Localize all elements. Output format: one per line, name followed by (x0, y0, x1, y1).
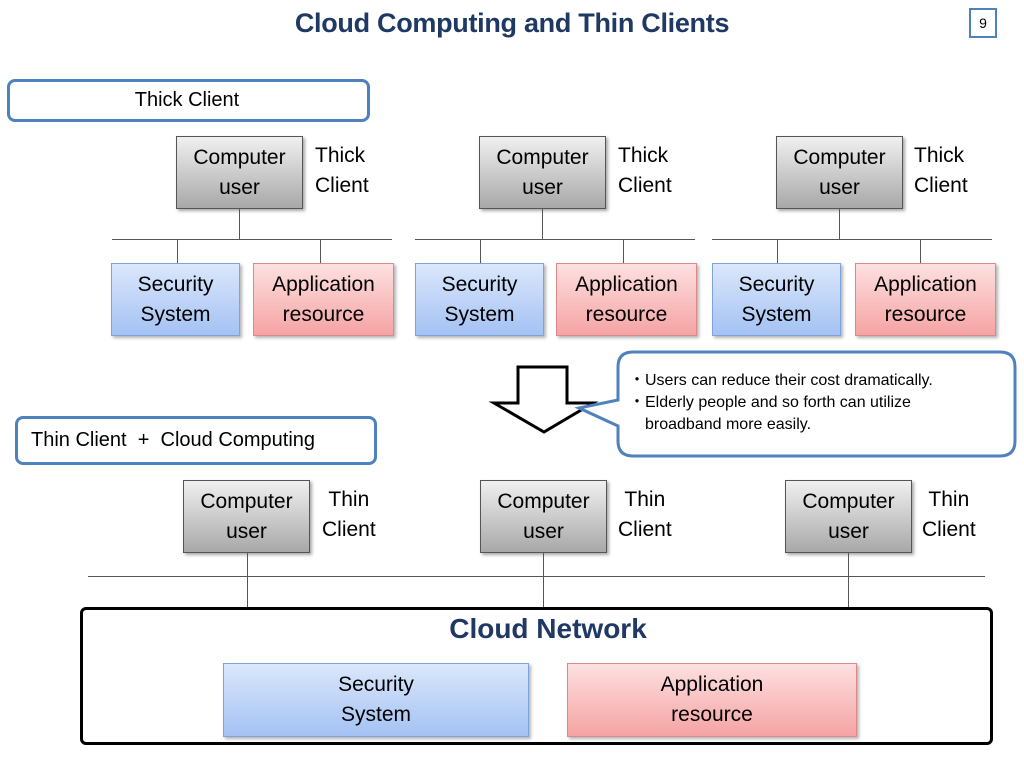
thick-client-label-text: Thick Client (134, 89, 240, 111)
computer-user-line2: user (828, 520, 869, 543)
computer-user-box: Computer user (183, 480, 310, 553)
bus-line (415, 239, 695, 240)
computer-user-box: Computer user (776, 136, 903, 209)
security-line2: System (741, 303, 812, 326)
computer-user-line1: Computer (802, 490, 895, 513)
computer-user-box: Computer user (480, 480, 607, 553)
application-resource-box: Application resource (556, 263, 697, 336)
side-label-line1: Thick (914, 144, 965, 167)
computer-user-line1: Computer (497, 490, 590, 513)
security-system-box: Security System (712, 263, 841, 336)
thin-client-side-label: Thin Client (322, 485, 376, 545)
application-line1: Application (874, 273, 977, 296)
application-resource-box: Application resource (855, 263, 996, 336)
connector-line (480, 239, 481, 263)
slide-title: Cloud Computing and Thin Clients (294, 8, 730, 38)
computer-user-line2: user (819, 176, 860, 199)
bus-line (112, 239, 392, 240)
connector-line (777, 239, 778, 263)
callout-bubble (574, 350, 1017, 458)
bus-line (712, 239, 992, 240)
thick-client-label: Thick Client (7, 79, 370, 122)
computer-user-line1: Computer (193, 146, 286, 169)
thin-bus-line (88, 576, 985, 577)
security-line2: System (140, 303, 211, 326)
computer-user-line2: user (219, 176, 260, 199)
connector-line (543, 553, 544, 607)
security-line2: System (340, 703, 411, 726)
side-label-line2: Client (618, 174, 672, 197)
application-line1: Application (272, 273, 375, 296)
side-label-line1: Thick (618, 144, 669, 167)
thick-client-side-label: Thick Client (315, 141, 369, 201)
security-line1: Security (137, 273, 214, 296)
computer-user-box: Computer user (479, 136, 606, 209)
cloud-security-system-box: Security System (223, 663, 529, 737)
side-label-line2: Client (315, 174, 369, 197)
cloud-network-title: Cloud Network (449, 613, 647, 644)
side-label-line2: Client (322, 518, 376, 541)
side-label-line1: Thick (315, 144, 366, 167)
security-line1: Security (338, 673, 414, 696)
side-label-line1: Thin (928, 488, 970, 511)
security-system-box: Security System (111, 263, 240, 336)
thin-client-label: Thin Client + Cloud Computing (15, 416, 377, 465)
computer-user-box: Computer user (176, 136, 303, 209)
down-arrow-icon (488, 365, 599, 434)
security-line1: Security (738, 273, 815, 296)
thick-client-side-label: Thick Client (914, 141, 968, 201)
application-line1: Application (660, 673, 764, 696)
security-system-box: Security System (415, 263, 544, 336)
computer-user-box: Computer user (785, 480, 912, 553)
computer-user-line2: user (226, 520, 267, 543)
application-resource-box: Application resource (253, 263, 394, 336)
connector-line (177, 239, 178, 263)
computer-user-line2: user (523, 520, 564, 543)
callout-text: ・Users can reduce their cost dramaticall… (629, 370, 933, 436)
application-line1: Application (575, 273, 678, 296)
page-number: 9 (969, 8, 997, 38)
connector-line (839, 209, 840, 239)
callout-line-3: broadband more easily. (645, 416, 812, 433)
connector-line (320, 239, 321, 263)
computer-user-line1: Computer (496, 146, 589, 169)
cloud-application-resource-box: Application resource (567, 663, 857, 737)
side-label-line2: Client (914, 174, 968, 197)
connector-line (623, 239, 624, 263)
application-line2: resource (282, 303, 365, 326)
connector-line (542, 209, 543, 239)
computer-user-line1: Computer (793, 146, 886, 169)
thin-client-side-label: Thin Client (922, 485, 976, 545)
application-line2: resource (671, 703, 753, 726)
side-label-line1: Thin (328, 488, 370, 511)
callout-line-2: ・Elderly people and so forth can utilize (629, 394, 911, 411)
connector-line (239, 209, 240, 239)
connector-line (848, 553, 849, 607)
computer-user-line2: user (522, 176, 563, 199)
side-label-line1: Thin (624, 488, 666, 511)
side-label-line2: Client (922, 518, 976, 541)
security-line2: System (444, 303, 515, 326)
application-line2: resource (884, 303, 967, 326)
application-line2: resource (585, 303, 668, 326)
security-line1: Security (441, 273, 518, 296)
thin-client-label-text: Thin Client + Cloud Computing (31, 429, 316, 451)
thick-client-side-label: Thick Client (618, 141, 672, 201)
side-label-line2: Client (618, 518, 672, 541)
computer-user-line1: Computer (200, 490, 293, 513)
connector-line (247, 553, 248, 607)
thin-client-side-label: Thin Client (618, 485, 672, 545)
callout-line-1: ・Users can reduce their cost dramaticall… (629, 372, 933, 389)
connector-line (920, 239, 921, 263)
transition-graphic (488, 350, 1017, 458)
